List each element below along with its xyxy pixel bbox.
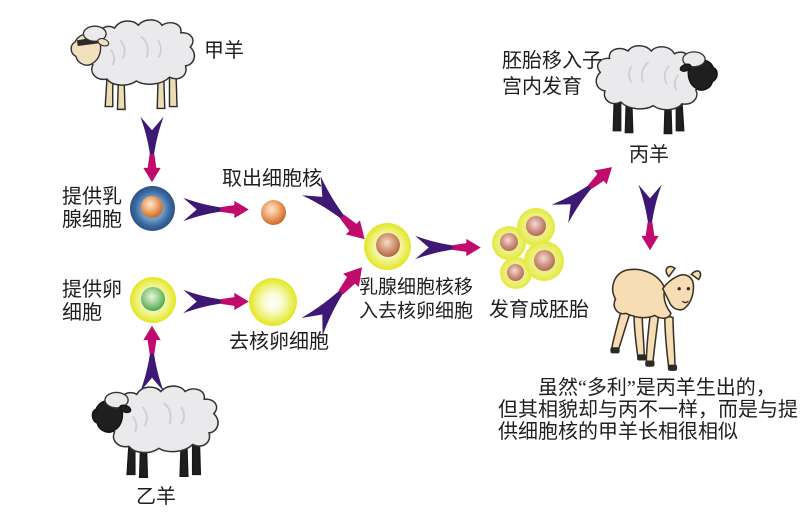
nuclear-transfer-label: 乳腺细胞核移 入去核卵细胞 xyxy=(359,277,474,322)
enucleated-egg-label: 去核卵细胞 xyxy=(229,331,329,353)
sheep-a-icon xyxy=(70,19,196,111)
caption-text: 虽然“多利”是丙羊生出的， 但其相貌却与丙不一样，而是与提 供细胞核的甲羊长相很… xyxy=(498,377,798,443)
fused-cell-nucleus-icon xyxy=(376,233,400,257)
implant-uterus-label: 胚胎移入子 宫内发育 xyxy=(502,50,602,98)
dolly-lamb-icon xyxy=(610,265,702,371)
enucleated-egg-cell-icon xyxy=(249,278,297,326)
arrow-fused-cell-to-embryo-icon xyxy=(415,235,481,260)
extracted-nucleus-icon xyxy=(261,200,286,225)
fused-cell-icon xyxy=(364,223,411,270)
provide-egg-cell-label: 提供卵 细胞 xyxy=(62,279,122,324)
arrow-sheep-c-to-lamb-icon xyxy=(638,184,662,251)
egg-cell-icon xyxy=(130,277,176,323)
arrow-embryo-to-sheep-c-icon xyxy=(551,157,621,224)
egg-cell-nucleus-icon xyxy=(141,287,165,311)
arrow-mammary-cell-to-nucleus-icon xyxy=(183,197,249,222)
embryo-icon xyxy=(487,206,571,292)
arrow-sheep-b-to-egg-cell-icon xyxy=(140,325,164,392)
sheep-c-icon xyxy=(595,45,718,135)
arrow-egg-cell-to-enucleated-egg-icon xyxy=(183,289,249,314)
sheep-b-label: 乙羊 xyxy=(136,486,176,508)
sheep-a-label: 甲羊 xyxy=(204,40,244,62)
arrow-sheep-a-to-mammary-cell-icon xyxy=(140,116,164,183)
develop-embryo-label: 发育成胚胎 xyxy=(489,299,589,321)
sheep-b-icon xyxy=(91,385,219,478)
extract-nucleus-label: 取出细胞核 xyxy=(222,168,322,190)
mammary-cell-nucleus-icon xyxy=(141,196,163,218)
provide-mammary-cell-label: 提供乳 腺细胞 xyxy=(62,186,122,231)
sheep-c-label: 丙羊 xyxy=(629,144,669,166)
mammary-cell-icon xyxy=(130,186,175,231)
